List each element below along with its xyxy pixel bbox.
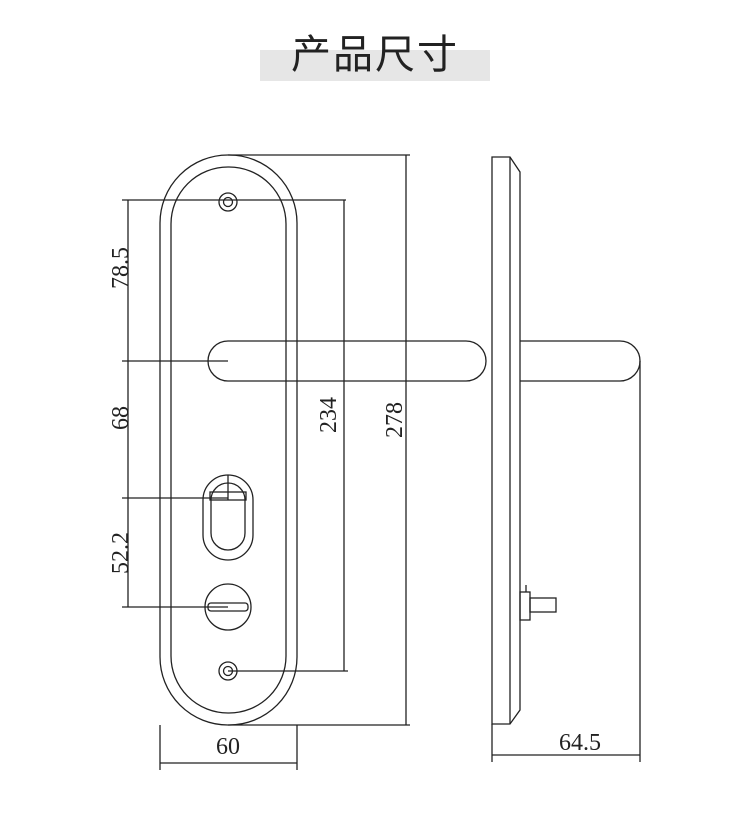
dim-68-label: 68 bbox=[108, 406, 134, 430]
dim-52-2-label: 52.2 bbox=[108, 532, 134, 574]
page-title: 产品尺寸 bbox=[291, 32, 459, 78]
plate-side bbox=[491, 156, 521, 725]
handle-front bbox=[207, 340, 487, 382]
handle-side bbox=[520, 340, 641, 382]
plate-outline bbox=[159, 154, 298, 726]
spindle bbox=[519, 585, 557, 621]
key-cylinder bbox=[202, 474, 254, 561]
title-band bbox=[260, 50, 490, 81]
plate-inner-outline bbox=[170, 166, 287, 714]
dim-234-label: 234 bbox=[316, 397, 342, 433]
top-screw bbox=[218, 192, 238, 212]
dim-64-5-label: 64.5 bbox=[559, 730, 601, 756]
escutcheon-plate bbox=[159, 154, 298, 726]
dim-78-5-label: 78.5 bbox=[108, 247, 134, 289]
dim-60-label: 60 bbox=[216, 734, 240, 760]
dim-278-label: 278 bbox=[382, 402, 408, 438]
side-view bbox=[491, 156, 641, 725]
